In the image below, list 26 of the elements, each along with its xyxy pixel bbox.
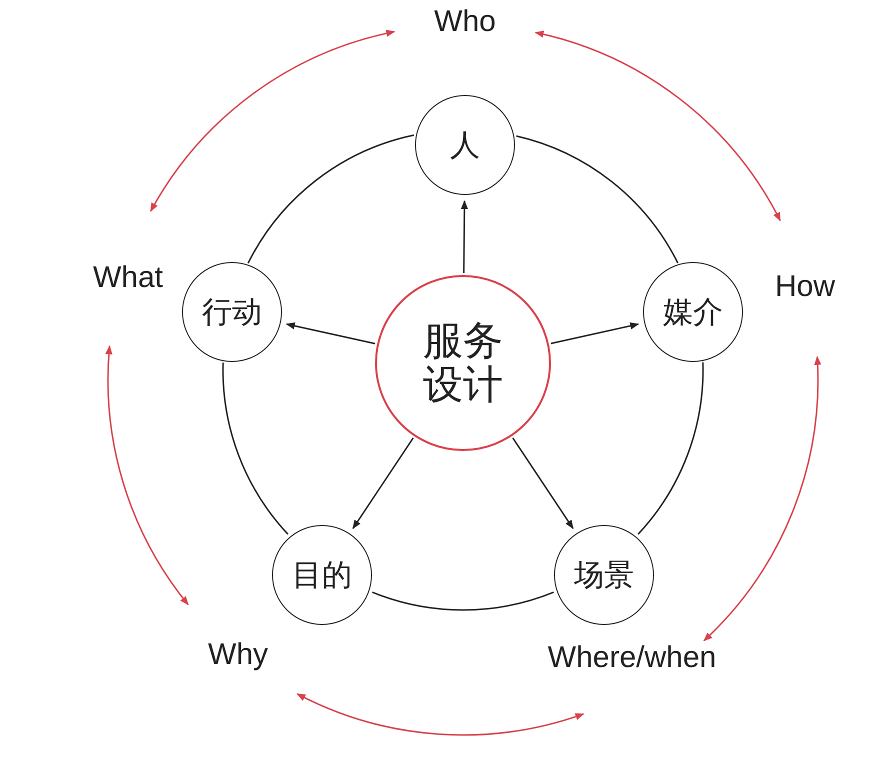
arrow <box>550 322 640 344</box>
connector-line <box>638 362 704 535</box>
dimension-label: What <box>78 258 178 298</box>
element-circle: 行动 <box>182 262 282 362</box>
arrow <box>512 437 574 530</box>
arrow <box>703 356 821 642</box>
element-circle: 媒介 <box>643 262 743 362</box>
element-circle: 场景 <box>554 525 654 625</box>
arrow <box>534 31 781 222</box>
element-circle: 目的 <box>272 525 372 625</box>
arrow <box>460 200 468 273</box>
connector-line <box>222 362 288 535</box>
dimension-label: How <box>765 267 845 307</box>
dimension-label: Who <box>420 2 510 42</box>
dimension-label: Where/when <box>532 638 732 678</box>
arrow <box>106 345 189 606</box>
connector-line <box>372 591 554 611</box>
center-circle: 服务设计 <box>375 275 551 451</box>
arrow <box>150 30 396 212</box>
element-circle: 人 <box>415 95 515 195</box>
arrow <box>352 437 414 530</box>
dimension-label: Why <box>198 635 278 675</box>
arrow <box>286 322 376 344</box>
arrow <box>296 693 584 736</box>
connector-line <box>516 135 678 264</box>
connector-line <box>247 134 414 264</box>
